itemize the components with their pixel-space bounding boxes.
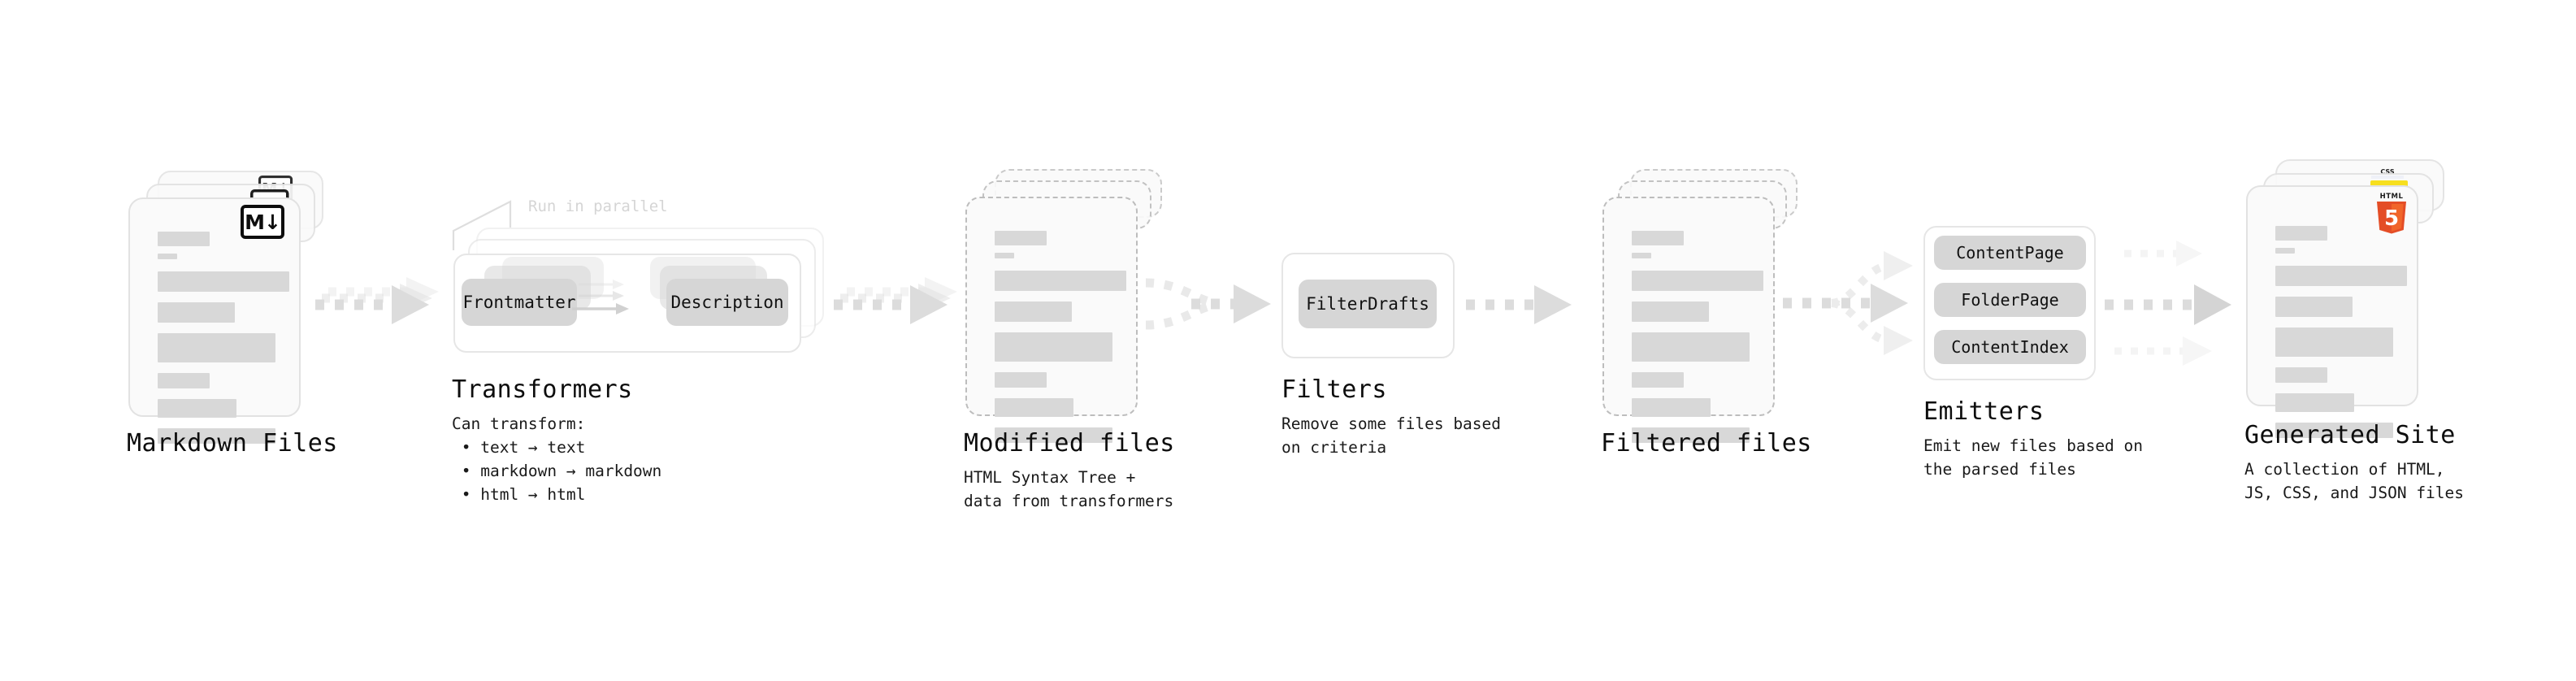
content-bar bbox=[158, 373, 210, 388]
stage-subtitle-generated-site: A collection of HTML, JS, CSS, and JSON … bbox=[2244, 460, 2465, 502]
emitter-chip-contentpage[interactable]: ContentPage bbox=[1934, 236, 2086, 270]
dotted-arrow-icon bbox=[1466, 285, 1572, 324]
emitter-chip-folderpage[interactable]: FolderPage bbox=[1934, 283, 2086, 317]
content-bar bbox=[995, 253, 1014, 258]
parallel-dotted-arrow-icon bbox=[2105, 241, 2231, 366]
content-bar bbox=[158, 232, 210, 246]
content-bar bbox=[158, 271, 289, 292]
content-bar bbox=[1632, 301, 1709, 322]
content-bar bbox=[2275, 248, 2295, 254]
content-bar bbox=[158, 333, 275, 362]
html5-logo-icon: HTML 5 bbox=[2377, 193, 2406, 234]
arrow-modified-to-filters bbox=[1143, 258, 1297, 348]
content-bar bbox=[995, 231, 1047, 245]
run-in-parallel-bracket bbox=[452, 195, 525, 252]
svg-text:CSS: CSS bbox=[2380, 168, 2394, 176]
stage-subtitle-transformers: Can transform: • text → text • markdown … bbox=[452, 414, 662, 504]
dotted-arrow-icon bbox=[315, 277, 439, 324]
filtered-file-content bbox=[1632, 231, 1763, 453]
stage-title-filtered-files: Filtered files bbox=[1601, 429, 1812, 458]
content-bar bbox=[1632, 271, 1763, 291]
site-file-content bbox=[2275, 226, 2407, 449]
arrow-filtered-to-emitters bbox=[1780, 232, 1930, 374]
stage-title-modified-files: Modified files bbox=[964, 429, 1175, 458]
markdown-badge-label: M↓ bbox=[245, 210, 281, 234]
dotted-arrow-icon bbox=[834, 277, 957, 324]
modified-file-content bbox=[995, 231, 1126, 453]
merge-dotted-arrow-icon bbox=[1145, 278, 1271, 330]
chip-label: Frontmatter bbox=[462, 293, 576, 312]
arrow-markdown-to-transformers bbox=[310, 268, 457, 341]
content-bar bbox=[995, 427, 1112, 443]
split-dotted-arrow-icon bbox=[1783, 251, 1913, 355]
stage-subtitle-filters: Remove some files based on criteria bbox=[1281, 414, 1502, 457]
transformer-chip-frontmatter[interactable]: Frontmatter bbox=[462, 279, 577, 326]
stage-title-transformers: Transformers bbox=[452, 375, 633, 404]
content-bar bbox=[1632, 427, 1750, 443]
stage-subtitle-modified-files: HTML Syntax Tree + data from transformer… bbox=[964, 468, 1174, 510]
content-bar bbox=[158, 302, 235, 323]
content-bar bbox=[995, 271, 1126, 291]
content-bar bbox=[2275, 266, 2407, 286]
chip-label: ContentPage bbox=[1956, 243, 2064, 262]
content-bar bbox=[995, 398, 1073, 417]
content-bar bbox=[2275, 393, 2354, 412]
content-bar bbox=[1632, 332, 1750, 362]
bracket-icon bbox=[452, 200, 512, 250]
arrow-filters-to-filtered bbox=[1463, 268, 1593, 341]
content-bar bbox=[995, 301, 1072, 322]
emitter-chip-contentindex[interactable]: ContentIndex bbox=[1934, 330, 2086, 364]
stage-title-markdown-files: Markdown Files bbox=[127, 429, 338, 458]
content-bar bbox=[158, 399, 236, 418]
content-bar bbox=[995, 332, 1112, 362]
content-bar bbox=[1632, 231, 1684, 245]
stage-title-generated-site: Generated Site bbox=[2244, 421, 2456, 449]
content-bar bbox=[1632, 398, 1711, 417]
content-bar bbox=[995, 372, 1047, 388]
stage-title-filters: Filters bbox=[1281, 375, 1387, 404]
filtered-file-card-front bbox=[1602, 197, 1775, 443]
modified-file-card-front bbox=[965, 197, 1138, 443]
chain-arrow-icon bbox=[572, 280, 629, 314]
chip-label: ContentIndex bbox=[1951, 337, 2069, 357]
filter-chip-filterdrafts[interactable]: FilterDrafts bbox=[1299, 280, 1437, 328]
content-bar bbox=[2275, 367, 2327, 383]
content-bar bbox=[2275, 423, 2393, 438]
stage-title-emitters: Emitters bbox=[1923, 397, 2045, 426]
chip-label: FolderPage bbox=[1961, 290, 2059, 310]
content-bar bbox=[158, 254, 177, 259]
stage-subtitle-emitters: Emit new files based on the parsed files bbox=[1923, 436, 2144, 479]
content-bar bbox=[1632, 253, 1651, 258]
chip-label: FilterDrafts bbox=[1306, 294, 1429, 314]
markdown-icon: M↓ bbox=[241, 205, 284, 239]
content-bar bbox=[2275, 297, 2353, 317]
arrow-emitters-to-site bbox=[2105, 228, 2259, 374]
svg-text:5: 5 bbox=[2384, 206, 2399, 231]
content-bar bbox=[158, 428, 275, 444]
svg-text:HTML: HTML bbox=[2380, 193, 2404, 201]
content-bar bbox=[1632, 372, 1684, 388]
content-bar bbox=[2275, 226, 2327, 241]
chip-label: Description bbox=[670, 293, 784, 312]
markdown-file-content bbox=[158, 232, 289, 454]
arrow-transformers-to-modified bbox=[829, 268, 975, 341]
content-bar bbox=[2275, 327, 2393, 357]
html5-icon: HTML 5 bbox=[2373, 191, 2410, 235]
transformer-inner-arrows bbox=[572, 275, 668, 323]
annotation-run-in-parallel: Run in parallel bbox=[528, 197, 668, 215]
transformer-chip-description[interactable]: Description bbox=[666, 279, 788, 326]
